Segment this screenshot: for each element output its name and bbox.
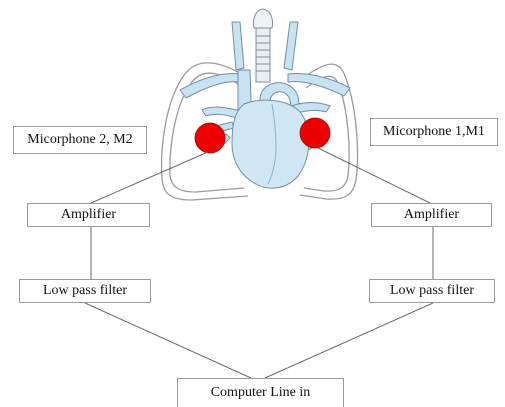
microphone-2-label: Micorphone 2, M2 [13,126,147,154]
right-subclavian [288,74,350,96]
computer-line-in-box: Computer Line in [177,378,344,407]
microphone-1-label: Micorphone 1,M1 [370,118,498,146]
left-carotid [232,22,244,70]
trachea [253,9,272,82]
left-subclavian [180,74,242,98]
wire-mic2-to-amplifier [91,152,208,203]
microphone-2-marker [195,123,225,153]
microphone-1-marker [300,118,330,148]
wire-lpf-left-to-computer [85,303,251,378]
heart [232,100,309,188]
low-pass-filter-right-box: Low pass filter [369,279,495,303]
right-carotid [284,22,298,70]
low-pass-filter-left-box: Low pass filter [19,279,151,303]
wire-mic1-to-amplifier [318,148,430,203]
amplifier-right-box: Amplifier [371,203,492,227]
amplifier-left-box: Amplifier [27,203,150,227]
wire-lpf-right-to-computer [265,303,433,378]
